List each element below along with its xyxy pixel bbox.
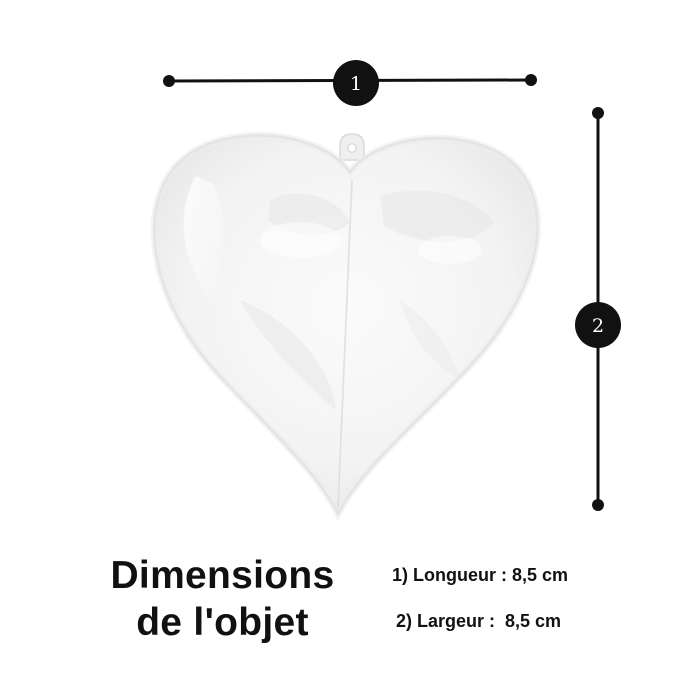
marker-label-2: 2: [592, 315, 604, 337]
marker-endpoint: [592, 107, 604, 119]
dimensions-title-line-2: de l'objet: [136, 601, 309, 644]
marker-endpoint: [592, 499, 604, 511]
height-dimension-marker: 2: [575, 107, 621, 511]
clear-heart-ornament-icon: [150, 131, 541, 522]
marker-label-1: 1: [350, 73, 362, 95]
marker-endpoint: [163, 75, 175, 87]
dimensions-title-line-1: Dimensions: [110, 554, 335, 597]
width-dimension-marker: 1: [163, 60, 537, 106]
dimensions-title: Dimensions de l'objet: [80, 552, 365, 646]
marker-endpoint: [525, 74, 537, 86]
width-spec: 2) Largeur : 8,5 cm: [396, 611, 562, 631]
length-spec: 1) Longueur : 8,5 cm: [392, 565, 569, 585]
marker-badge-2: [575, 302, 621, 348]
marker-badge-1: [333, 60, 379, 106]
